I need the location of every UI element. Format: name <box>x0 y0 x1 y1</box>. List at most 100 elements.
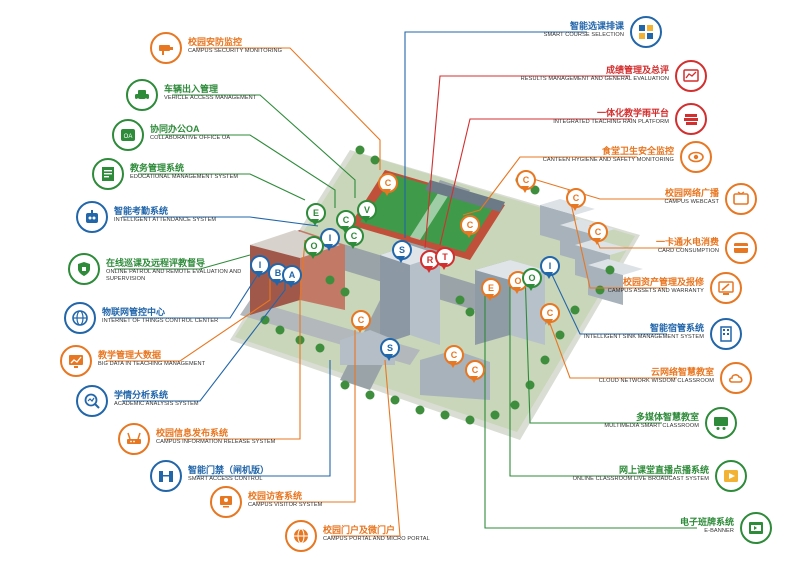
system-name-cn: 智能门禁（闸机版） <box>188 465 270 475</box>
tv-icon-badge <box>725 183 757 215</box>
car-icon-badge <box>126 79 158 111</box>
banner-icon-badge <box>740 512 772 544</box>
tools-icon-badge <box>710 272 742 304</box>
map-pin-marker: O <box>522 268 542 292</box>
map-pin-tail <box>449 361 457 368</box>
system-name-en: SMART COURSE SELECTION <box>543 32 624 38</box>
classroom-icon-badge <box>705 407 737 439</box>
system-name-en: CAMPUS PORTAL AND MICRO PORTAL <box>323 536 430 542</box>
books-icon <box>684 114 698 125</box>
map-pin-tail <box>470 376 478 383</box>
map-pin-tail <box>397 256 405 263</box>
banner-icon <box>749 522 763 534</box>
robot-icon <box>86 210 98 223</box>
system-name-cn: 智能考勤系统 <box>114 206 169 216</box>
score-icon <box>683 69 699 82</box>
system-name-en: SMART ACCESS CONTROL <box>188 476 263 482</box>
system-name-cn: 多媒体智慧教室 <box>635 412 699 422</box>
system-name-en: BIG DATA IN TEACHING MANAGEMENT <box>98 361 206 367</box>
map-pin-tail <box>255 271 263 278</box>
robot-icon-badge <box>76 201 108 233</box>
grid-icon-badge <box>630 16 662 48</box>
oa-icon: OA <box>121 129 135 141</box>
connector-line <box>509 275 672 477</box>
map-pin-marker: I <box>540 256 560 280</box>
system-name-cn: 校园访客系统 <box>248 491 303 501</box>
system-name-cn: 校园网络广播 <box>664 188 719 198</box>
map-pin-tail <box>521 186 529 193</box>
system-name-cn: 学情分析系统 <box>114 390 169 400</box>
oa-icon-badge: OA <box>112 119 144 151</box>
connector-line <box>462 156 637 216</box>
system-name-cn: 云网络智慧教室 <box>650 367 714 377</box>
map-pin-marker: A <box>282 265 302 289</box>
car-icon <box>135 90 149 102</box>
system-name-en: CANTEEN HYGIENE AND SAFETY MONITORING <box>542 157 674 163</box>
map-pin-marker: C <box>588 222 608 246</box>
system-name-en: CLOUD NETWORK WISDOM CLASSROOM <box>598 378 714 384</box>
books-icon-badge <box>675 103 707 135</box>
system-name-cn: 车辆出入管理 <box>164 84 219 94</box>
globe-icon <box>72 310 88 326</box>
system-name-en: CAMPUS VISITOR SYSTEM <box>248 502 323 508</box>
system-name-cn: 物联网管控中心 <box>102 307 166 317</box>
system-name-cn: 网上课堂直播点播系统 <box>618 465 709 475</box>
system-name-cn: 校园门户及微门户 <box>323 525 396 535</box>
map-pin-tail <box>465 231 473 238</box>
system-name-en: EDUCATIONAL MANAGEMENT SYSTEM <box>130 174 239 180</box>
connector-line <box>331 359 401 537</box>
connector-line <box>122 216 319 227</box>
system-name-cn: 教学管理大数据 <box>98 350 162 360</box>
cloud-icon <box>728 374 743 383</box>
system-name-en: E-BANNER <box>704 528 734 534</box>
connector-line <box>256 330 356 503</box>
system-name-en: INTELLIGENT ATTENDANCE SYSTEM <box>114 217 217 223</box>
portal-icon <box>294 528 308 544</box>
router-icon-badge <box>118 423 150 455</box>
map-pin-marker: C <box>566 188 586 212</box>
svg-text:OA: OA <box>124 134 133 140</box>
shield-icon-badge <box>68 253 100 285</box>
map-pin-tail <box>362 216 370 223</box>
play-icon <box>724 470 738 482</box>
score-icon-badge <box>675 60 707 92</box>
map-pin-tail <box>571 204 579 211</box>
map-pin-tail <box>311 219 319 226</box>
map-pin-marker: C <box>344 226 364 250</box>
system-name-cn: 校园信息发布系统 <box>156 428 229 438</box>
shield-icon <box>78 262 90 276</box>
connector-line <box>424 75 630 249</box>
connector-line <box>524 271 662 424</box>
map-pin-marker: C <box>516 170 536 194</box>
map-pin-letter: C <box>516 170 536 190</box>
system-item-smart-access-control: 智能门禁（闸机版）SMART ACCESS CONTROL <box>150 460 410 494</box>
grid-icon <box>639 25 653 39</box>
map-pin-marker: T <box>435 247 455 271</box>
tools-icon <box>718 281 734 295</box>
analysis-icon <box>84 393 100 409</box>
chart-icon <box>69 355 83 368</box>
building-icon-badge <box>710 318 742 350</box>
map-pin-marker: C <box>460 215 480 239</box>
system-name-en: MULTIMEDIA SMART CLASSROOM <box>604 423 699 429</box>
cloud-icon-badge <box>720 362 752 394</box>
analysis-icon-badge <box>76 385 108 417</box>
gate-icon <box>159 471 173 482</box>
connector-line <box>544 259 667 335</box>
map-pin-tail <box>425 266 433 273</box>
card-icon-badge <box>725 232 757 264</box>
map-pin-marker: C <box>378 173 398 197</box>
